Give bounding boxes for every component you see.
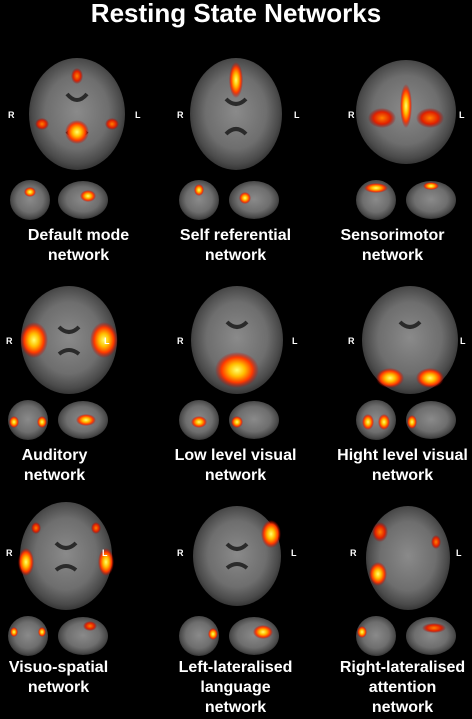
axial-brain-slice [20, 286, 118, 394]
orientation-right-label: R [177, 336, 184, 346]
sagittal-brain-slice [406, 181, 456, 219]
orientation-right-label: R [6, 548, 13, 558]
orientation-left-label: L [135, 110, 141, 120]
coronal-brain-slice [179, 180, 219, 220]
orientation-left-label: L [291, 548, 297, 558]
sagittal-brain-slice [58, 617, 108, 655]
orientation-right-label: R [348, 110, 355, 120]
sagittal-brain-slice [229, 617, 279, 655]
orientation-left-label: L [294, 110, 300, 120]
axial-brain-slice [366, 506, 450, 610]
coronal-brain-slice [356, 616, 396, 656]
coronal-brain-slice [179, 616, 219, 656]
coronal-brain-slice [8, 400, 48, 440]
axial-brain-slice [190, 58, 282, 170]
orientation-left-label: L [459, 110, 465, 120]
sagittal-brain-slice [58, 401, 108, 439]
axial-brain-slice [29, 58, 125, 170]
orientation-left-label: L [102, 548, 108, 558]
orientation-right-label: R [177, 548, 184, 558]
orientation-right-label: R [6, 336, 13, 346]
orientation-left-label: L [460, 336, 466, 346]
axial-brain-slice [18, 502, 114, 610]
orientation-right-label: R [8, 110, 15, 120]
orientation-left-label: L [456, 548, 462, 558]
coronal-brain-slice [10, 180, 50, 220]
orientation-left-label: L [104, 336, 110, 346]
axial-brain-slice [193, 506, 281, 606]
sagittal-brain-slice [229, 181, 279, 219]
orientation-right-label: R [177, 110, 184, 120]
coronal-brain-slice [356, 400, 396, 440]
axial-brain-slice [362, 286, 458, 394]
coronal-brain-slice [8, 616, 48, 656]
sagittal-brain-slice [58, 181, 108, 219]
axial-brain-slice [356, 60, 456, 164]
orientation-right-label: R [348, 336, 355, 346]
coronal-brain-slice [356, 180, 396, 220]
coronal-brain-slice [179, 400, 219, 440]
sagittal-brain-slice [229, 401, 279, 439]
sagittal-brain-slice [406, 401, 456, 439]
axial-brain-slice [191, 286, 283, 394]
sagittal-brain-slice [406, 617, 456, 655]
orientation-right-label: R [350, 548, 357, 558]
figure-title: Resting State Networks [90, 0, 382, 28]
orientation-left-label: L [292, 336, 298, 346]
